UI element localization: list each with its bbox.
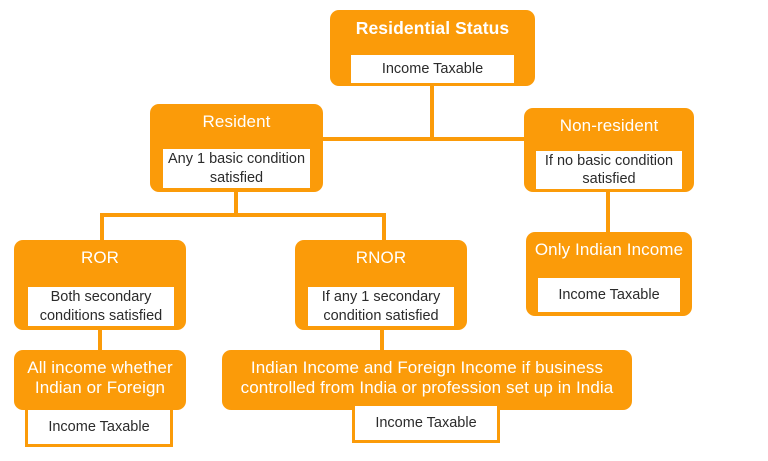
- connector-root-stem: [430, 86, 434, 140]
- subbox-text-ror: Both secondary conditions satisfied: [39, 289, 163, 324]
- subbox-text-all-income: Income Taxable: [48, 418, 150, 435]
- connector-ror-stem: [98, 328, 102, 350]
- connector-rnor-stem: [380, 328, 384, 350]
- connector-level3-bus: [100, 213, 386, 217]
- subbox-text-residential-status: Income Taxable: [381, 60, 484, 77]
- subbox-text-only-indian-income: Income Taxable: [558, 286, 660, 303]
- subbox-text-resident: Any 1 basic condition satisfied: [167, 151, 306, 186]
- subbox-non-resident[interactable]: If no basic condition satisfied: [533, 148, 685, 192]
- connector-level2-bus: [236, 137, 610, 141]
- node-title-rnor: RNOR: [355, 248, 407, 267]
- subbox-resident[interactable]: Any 1 basic condition satisfied: [160, 146, 313, 191]
- subbox-indian-and-foreign-income[interactable]: Income Taxable: [352, 403, 500, 443]
- node-title-indian-and-foreign-income: Indian Income and Foreign Income if busi…: [240, 358, 614, 398]
- connector-rnor-drop: [382, 213, 386, 241]
- node-title-non-resident: Non-resident: [559, 116, 659, 135]
- node-title-ror: ROR: [80, 248, 120, 267]
- subbox-text-non-resident: If no basic condition satisfied: [544, 152, 674, 187]
- node-indian-and-foreign-income[interactable]: Indian Income and Foreign Income if busi…: [222, 350, 632, 410]
- subbox-text-rnor: If any 1 secondary condition satisfied: [321, 289, 441, 324]
- node-title-only-indian-income: Only Indian Income: [534, 240, 684, 259]
- node-all-income[interactable]: All income whether Indian or Foreign: [14, 350, 186, 410]
- subbox-only-indian-income[interactable]: Income Taxable: [535, 275, 683, 315]
- subbox-rnor[interactable]: If any 1 secondary condition satisfied: [305, 284, 457, 329]
- node-title-residential-status: Residential Status: [355, 18, 510, 38]
- subbox-ror[interactable]: Both secondary conditions satisfied: [25, 284, 177, 329]
- subbox-text-indian-and-foreign-income: Income Taxable: [375, 414, 477, 431]
- node-title-all-income: All income whether Indian or Foreign: [27, 358, 173, 398]
- connector-nonresident-stem: [606, 190, 610, 232]
- connector-resident-stem: [234, 190, 238, 216]
- node-title-resident: Resident: [202, 112, 271, 131]
- subbox-residential-status[interactable]: Income Taxable: [348, 52, 517, 86]
- subbox-all-income[interactable]: Income Taxable: [25, 407, 173, 447]
- connector-ror-drop: [100, 213, 104, 241]
